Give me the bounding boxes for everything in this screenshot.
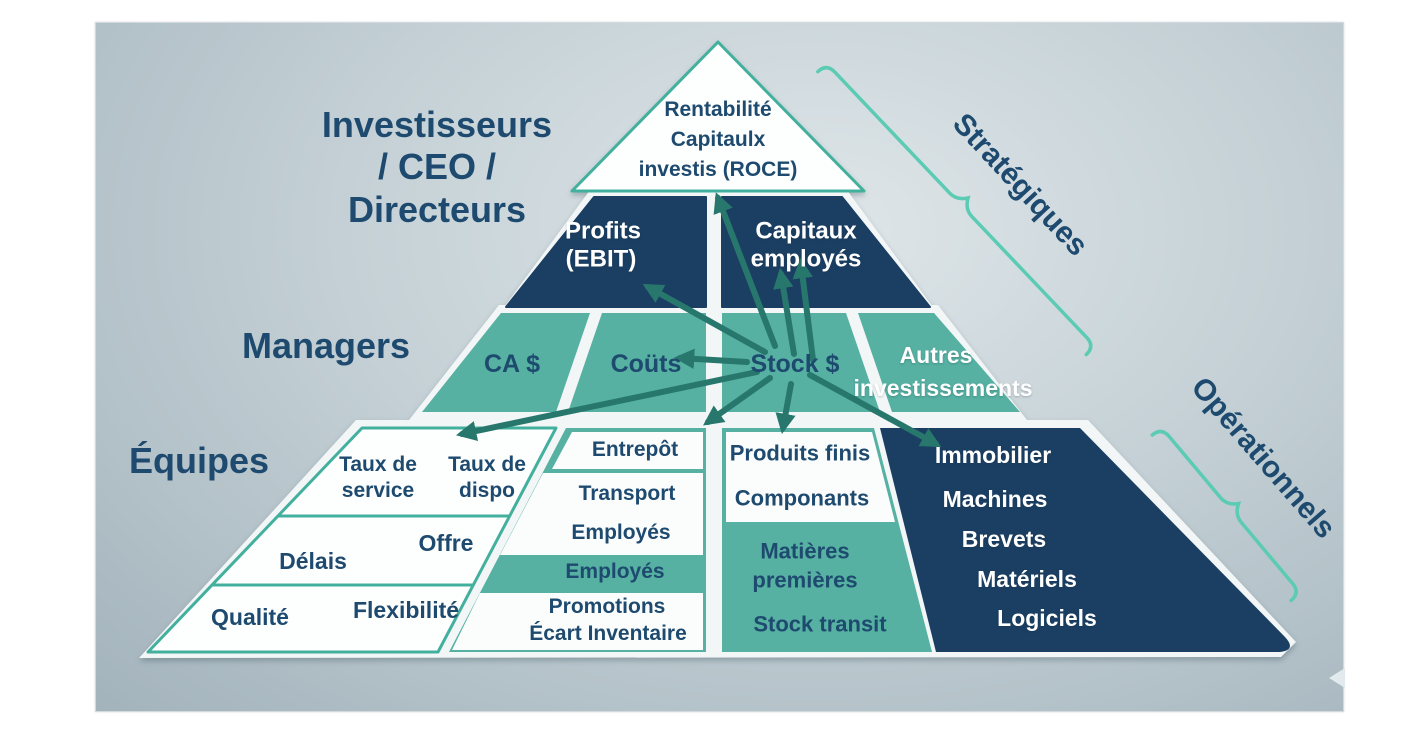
audience-managers: Managers <box>241 325 411 367</box>
cell-ca <box>422 313 590 412</box>
label-stock-transit: Stock transit <box>753 611 887 637</box>
label-autres-line1: Autres <box>899 341 973 368</box>
strategic-brace <box>816 65 1093 357</box>
profits-line2: (EBIT) <box>565 245 637 273</box>
cell-roce-triangle <box>570 40 866 193</box>
label-machines: Machines <box>942 485 1048 512</box>
roce-line3: investis (ROCE) <box>638 157 798 181</box>
label-materiels: Matériels <box>977 565 1077 592</box>
roce-line1: Rentabilité <box>664 97 772 121</box>
arrow-stock-to-capitaux-b <box>792 257 816 363</box>
arrow-stock-to-produits-finis <box>775 381 796 435</box>
label-qualite: Qualité <box>211 603 289 630</box>
label-taux-dispo-line2: dispo <box>459 478 515 502</box>
label-ecart-inventaire: Écart Inventaire <box>529 621 687 645</box>
arrow-stock-to-profits <box>642 284 768 355</box>
label-brevets: Brevets <box>961 525 1047 552</box>
capitaux-line1: Capitaux <box>755 217 857 245</box>
capitaux-line2: employés <box>750 245 862 273</box>
arrow-stock-to-couts <box>673 348 750 370</box>
label-stock: Stock $ <box>750 349 840 378</box>
audience-investors-line1: Investisseurs <box>321 104 553 146</box>
label-transport: Transport <box>578 481 676 505</box>
label-promotions: Promotions <box>548 594 666 618</box>
label-matieres: Matières <box>760 538 850 564</box>
label-delais: Délais <box>279 547 347 574</box>
label-produits-finis: Produits finis <box>729 440 871 466</box>
operational-brace <box>1150 429 1298 603</box>
cell-immobilisations <box>880 428 1290 652</box>
label-employes-box: Employés <box>571 520 671 544</box>
box-promotions-ecart <box>452 593 703 650</box>
label-componants: Componants <box>734 485 870 511</box>
label-ca: CA $ <box>483 349 541 378</box>
label-immobilier: Immobilier <box>934 441 1052 468</box>
roce-line2: Capitaulx <box>670 127 766 151</box>
label-taux-service-line1: Taux de <box>339 452 417 476</box>
label-entrepot: Entrepôt <box>591 437 679 461</box>
stock-arrows <box>456 192 942 447</box>
box-entrepot <box>552 432 703 469</box>
label-taux-service-line2: service <box>341 478 415 502</box>
profits-line1: Profits <box>564 217 642 245</box>
cell-autres-investissements <box>858 313 1020 412</box>
arrow-stock-to-entrepot <box>703 375 773 426</box>
label-couts: Coüts <box>610 349 682 378</box>
arrow-stock-to-roce <box>713 192 778 349</box>
arrow-stock-to-taux-dispo <box>456 369 760 442</box>
label-logiciels: Logiciels <box>997 604 1097 631</box>
label-offre: Offre <box>418 529 474 556</box>
label-autres-line2: investissements <box>853 374 1033 401</box>
audience-teams: Équipes <box>128 440 270 482</box>
label-premieres: premières <box>752 567 858 593</box>
cell-profits <box>505 196 707 308</box>
audience-investors-line2: / CEO / <box>377 146 497 188</box>
nav-arrow-left-icon[interactable] <box>1329 668 1345 688</box>
label-employes-strip: Employés <box>565 559 665 583</box>
arrow-stock-to-immobilier <box>807 372 942 447</box>
box-transport-employes <box>500 473 703 555</box>
box-produits-componants <box>726 432 895 522</box>
arrow-stock-to-capitaux-a <box>773 267 797 357</box>
label-flexibilite: Flexibilité <box>352 596 460 623</box>
label-taux-dispo-line1: Taux de <box>448 452 526 476</box>
audience-investors-line3: Directeurs <box>347 189 527 231</box>
